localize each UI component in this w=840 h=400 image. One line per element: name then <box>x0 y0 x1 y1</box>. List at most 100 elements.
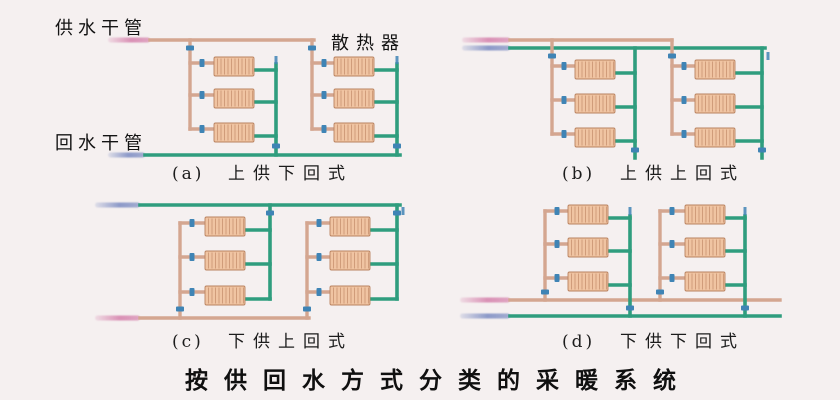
radiator-fins <box>698 61 734 78</box>
radiator-fins <box>217 90 253 107</box>
radiator <box>694 127 736 148</box>
valve <box>681 62 687 70</box>
radiator-fins <box>333 252 369 269</box>
panel-a-caption: 上供下回式 <box>228 164 353 184</box>
valve <box>393 210 401 216</box>
valve <box>199 59 205 67</box>
valve <box>189 253 195 261</box>
valve <box>669 240 675 248</box>
valve <box>541 289 549 295</box>
radiator-fins <box>578 129 614 146</box>
valve <box>316 288 322 296</box>
radiator-fins <box>337 58 373 75</box>
radiator-fins <box>698 129 734 146</box>
panel-c-caption: 下供上回式 <box>228 332 353 352</box>
valve <box>316 253 322 261</box>
valve <box>272 143 280 149</box>
supply-inlet <box>460 297 510 303</box>
valve <box>189 288 195 296</box>
valve <box>741 305 749 311</box>
air-vent <box>395 56 399 64</box>
radiator-fins <box>333 287 369 304</box>
radiator-fins <box>688 273 724 290</box>
radiator-fins <box>698 95 734 112</box>
panel-c-letter: (c) <box>172 332 204 352</box>
valve <box>681 96 687 104</box>
panel-d-caption: 下供下回式 <box>620 332 745 352</box>
supply-inlet <box>95 315 140 321</box>
radiator <box>213 56 255 77</box>
valve <box>669 207 675 215</box>
valve <box>626 305 634 311</box>
radiator-fins <box>217 124 253 141</box>
panel-b-piping <box>462 37 770 160</box>
radiator-fins <box>208 287 244 304</box>
radiator <box>574 59 616 80</box>
radiator-fins <box>571 239 607 256</box>
radiator <box>329 285 371 306</box>
valve <box>548 53 556 59</box>
valve <box>266 210 274 216</box>
valve <box>656 289 664 295</box>
radiator <box>567 237 609 258</box>
valve <box>554 274 560 282</box>
valve <box>321 59 327 67</box>
panel-a-letter: (a) <box>172 164 204 184</box>
air-vent <box>628 207 632 215</box>
valve <box>393 143 401 149</box>
radiator <box>694 59 736 80</box>
radiator <box>684 204 726 225</box>
radiator <box>574 93 616 114</box>
panel-c: (c) 下供上回式 <box>95 202 405 352</box>
radiator <box>204 285 246 306</box>
panel-b-caption: 上供上回式 <box>620 164 745 184</box>
radiator-fins <box>578 95 614 112</box>
radiator-fins <box>688 239 724 256</box>
radiator-fins <box>337 124 373 141</box>
diagram-title: 按供回水方式分类的采暖系统 <box>185 367 692 394</box>
valve <box>321 91 327 99</box>
air-vent <box>274 56 278 64</box>
radiator <box>574 127 616 148</box>
radiator <box>329 216 371 237</box>
return-main-label: 回水干管 <box>55 133 147 154</box>
supply-main-label: 供水干管 <box>55 18 147 39</box>
radiator <box>567 204 609 225</box>
radiator-fins <box>688 206 724 223</box>
valve <box>554 240 560 248</box>
radiator-fins <box>337 90 373 107</box>
panel-d-letter: (d) <box>562 332 595 352</box>
valve <box>758 147 766 153</box>
valve <box>669 274 675 282</box>
radiator-label: 散热器 <box>331 33 406 54</box>
radiator <box>204 250 246 271</box>
supply-inlet <box>108 37 150 43</box>
radiator <box>694 93 736 114</box>
radiator-fins <box>571 273 607 290</box>
valve <box>316 219 322 227</box>
air-vent <box>743 207 747 215</box>
panel-b: (b) 上供上回式 <box>462 37 770 184</box>
valve <box>303 306 311 312</box>
air-vent <box>766 52 770 60</box>
radiator-fins <box>217 58 253 75</box>
panel-c-piping <box>95 202 405 321</box>
valve <box>321 125 327 133</box>
valve <box>199 125 205 133</box>
valve <box>199 91 205 99</box>
radiator-fins <box>578 61 614 78</box>
return-outlet <box>95 202 140 208</box>
valve <box>176 306 184 312</box>
radiator-fins <box>208 252 244 269</box>
valve <box>681 130 687 138</box>
valve <box>668 53 676 59</box>
radiator <box>684 271 726 292</box>
supply-inlet <box>462 37 510 43</box>
valve <box>561 62 567 70</box>
panel-d: (d) 下供下回式 <box>460 204 782 352</box>
panel-a-piping <box>108 37 402 158</box>
valve <box>189 219 195 227</box>
radiator <box>333 122 375 143</box>
valve <box>561 130 567 138</box>
valve <box>308 45 316 51</box>
